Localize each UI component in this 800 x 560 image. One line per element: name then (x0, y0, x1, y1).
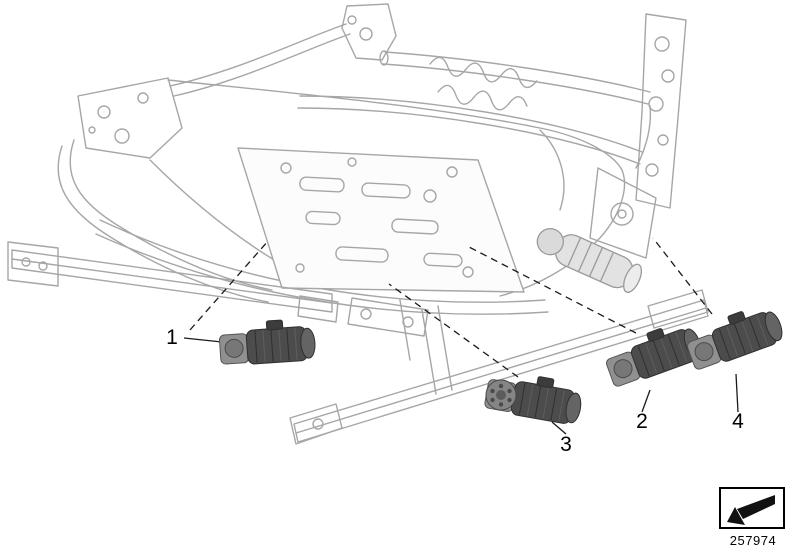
seat-frame-lines (7, 3, 709, 445)
motor-parts (217, 299, 787, 427)
callout-3[interactable]: 3 (560, 433, 572, 456)
integrated-drive-unit (536, 228, 643, 293)
callout-1[interactable]: 1 (166, 326, 178, 349)
callout-4[interactable]: 4 (732, 410, 744, 433)
callout-2[interactable]: 2 (636, 410, 648, 433)
motor-part-4 (681, 299, 787, 373)
corner-arrow-icon (727, 495, 775, 525)
motor-part-1 (217, 317, 317, 367)
diagram-number: 257974 (729, 533, 777, 548)
callout-leader-lines (183, 237, 739, 435)
page-reference-stamp (719, 487, 785, 529)
motor-gear-face (485, 379, 517, 411)
